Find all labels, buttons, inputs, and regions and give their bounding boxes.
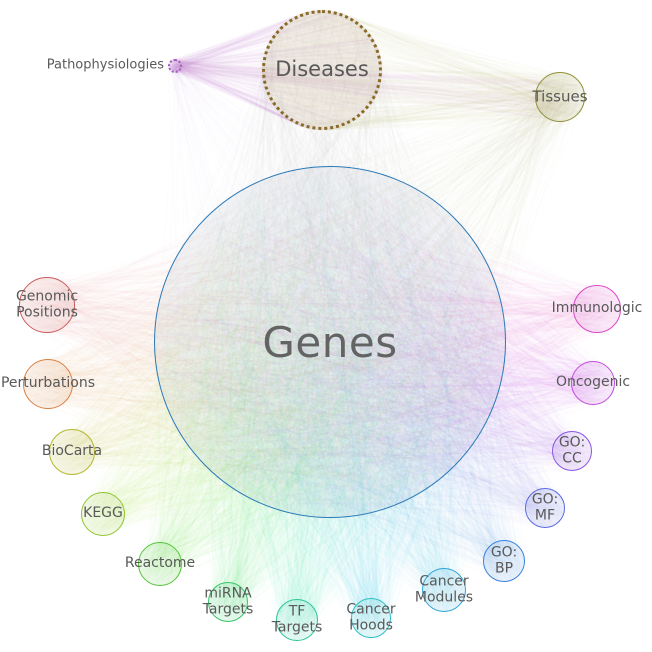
node-reactome[interactable]: Reactome [125, 542, 195, 586]
node-go-bp[interactable]: GO: BP [483, 540, 525, 582]
node-label-kegg: KEGG [83, 505, 123, 522]
node-cancer-modules[interactable]: Cancer Modules [415, 568, 473, 612]
node-label-oncogenic: Oncogenic [555, 374, 631, 391]
node-pathophysiologies[interactable]: Pathophysiologies [47, 58, 182, 73]
node-go-cc[interactable]: GO: CC [552, 431, 592, 471]
node-cancer-hoods[interactable]: Cancer Hoods [346, 598, 396, 638]
node-label-pathophysiologies: Pathophysiologies [46, 57, 164, 73]
node-label-diseases: Diseases [275, 57, 369, 82]
node-kegg[interactable]: KEGG [81, 492, 125, 536]
node-oncogenic[interactable]: Oncogenic [556, 361, 630, 405]
node-tissues[interactable]: Tissues [532, 72, 588, 122]
node-label-mirna-targets: miRNA Targets [202, 585, 254, 617]
node-label-cancer-modules: Cancer Modules [414, 573, 474, 605]
node-perturbations[interactable]: Perturbations [1, 359, 95, 409]
node-label-go-mf: GO: MF [531, 491, 559, 523]
node-label-tissues: Tissues [532, 87, 588, 106]
node-label-genes: Genes [262, 317, 398, 367]
node-label-genomic-positions: Genomic Positions [15, 288, 79, 320]
node-biocarta[interactable]: BioCarta [42, 429, 102, 475]
node-label-reactome: Reactome [124, 555, 196, 572]
node-mirna-targets[interactable]: miRNA Targets [203, 582, 253, 622]
node-label-cancer-hoods: Cancer Hoods [346, 601, 396, 633]
node-label-go-cc: GO: CC [558, 434, 586, 466]
node-label-immunologic: Immunologic [551, 300, 643, 317]
node-genes[interactable]: Genes [154, 166, 506, 518]
node-immunologic[interactable]: Immunologic [552, 285, 642, 333]
node-go-mf[interactable]: GO: MF [525, 488, 565, 528]
node-label-perturbations: Perturbations [0, 375, 96, 392]
node-tf-targets[interactable]: TF Targets [272, 599, 322, 641]
node-diseases[interactable]: Diseases [262, 10, 382, 130]
node-genomic-positions[interactable]: Genomic Positions [15, 277, 79, 333]
node-label-tf-targets: TF Targets [271, 603, 323, 635]
node-label-biocarta: BioCarta [41, 443, 103, 460]
node-label-go-bp: GO: BP [490, 544, 518, 576]
